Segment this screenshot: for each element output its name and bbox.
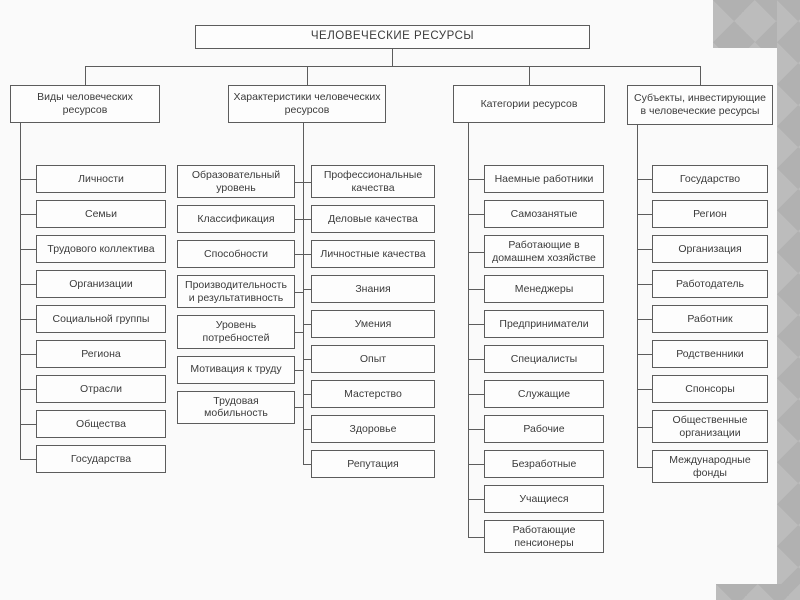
- connector-trunk: [303, 123, 304, 464]
- tree-node: Производительность и результативность: [177, 275, 303, 309]
- tree-node: Спонсоры: [637, 375, 768, 403]
- tree-node: Специалисты: [468, 345, 604, 374]
- background-pattern-bottom-right: [716, 584, 800, 600]
- connector-line: [392, 49, 393, 66]
- tree-node: Региона: [20, 340, 166, 368]
- tree-node: Трудовая мобильность: [177, 390, 303, 424]
- tree-node: Классификация: [177, 205, 303, 234]
- tree-node: Работодатель: [637, 270, 768, 298]
- tree-node: Знания: [303, 275, 435, 304]
- tree-node: Учащиеся: [468, 485, 604, 514]
- tree-node: Личностные качества: [303, 240, 435, 269]
- tree-node: Работающие пенсионеры: [468, 520, 604, 554]
- tree-node: Служащие: [468, 380, 604, 409]
- connector-trunk: [637, 125, 638, 467]
- tree-node: Социальной группы: [20, 305, 166, 333]
- tree-node: Работающие в домашнем хозяйстве: [468, 235, 604, 269]
- connector-line: [85, 66, 701, 67]
- column-header-categories: Категории ресурсов: [453, 85, 605, 123]
- tree-node: Мотивация к труду: [177, 355, 303, 384]
- tree-node: Опыт: [303, 345, 435, 374]
- tree-node: Организация: [637, 235, 768, 263]
- root-node: ЧЕЛОВЕЧЕСКИЕ РЕСУРСЫ: [195, 25, 590, 49]
- tree-node: Самозанятые: [468, 200, 604, 228]
- connector-trunk: [20, 123, 21, 459]
- tree-node: Отрасли: [20, 375, 166, 403]
- tree-node: Государства: [20, 445, 166, 473]
- tree-node: Общественные организации: [637, 410, 768, 444]
- tree-node: Государство: [637, 165, 768, 193]
- tree-node: Трудового коллектива: [20, 235, 166, 263]
- tree-node: Семьи: [20, 200, 166, 228]
- tree-node: Работник: [637, 305, 768, 333]
- tree-node: Здоровье: [303, 415, 435, 444]
- tree-node: Деловые качества: [303, 205, 435, 234]
- tree-node: Умения: [303, 310, 435, 339]
- tree-node: Предприниматели: [468, 310, 604, 339]
- tree-node: Организации: [20, 270, 166, 298]
- connector-line: [700, 66, 701, 85]
- tree-node: Родственники: [637, 340, 768, 368]
- tree-node: Наемные работники: [468, 165, 604, 193]
- tree-node: Мастерство: [303, 380, 435, 409]
- tree-node: Личности: [20, 165, 166, 193]
- tree-node: Общества: [20, 410, 166, 438]
- column-header-subjects: Субъекты, инвестирующие в человеческие р…: [627, 85, 773, 125]
- tree-node: Рабочие: [468, 415, 604, 444]
- connector-trunk: [468, 123, 469, 537]
- tree-node: Репутация: [303, 450, 435, 479]
- tree-node: Образовательный уровень: [177, 165, 303, 199]
- background-pattern-right-strip: [777, 0, 800, 600]
- column-header-types: Виды человеческих ресурсов: [10, 85, 160, 123]
- tree-node: Способности: [177, 240, 303, 269]
- tree-node: Безработные: [468, 450, 604, 479]
- tree-node: Менеджеры: [468, 275, 604, 304]
- connector-line: [529, 66, 530, 85]
- tree-node: Уровень потребностей: [177, 315, 303, 349]
- connector-line: [307, 66, 308, 85]
- tree-node: Регион: [637, 200, 768, 228]
- tree-node: Международные фонды: [637, 450, 768, 484]
- connector-line: [85, 66, 86, 85]
- column-header-characteristics: Характеристики человеческих ресурсов: [228, 85, 386, 123]
- tree-node: Профессиональные качества: [303, 165, 435, 199]
